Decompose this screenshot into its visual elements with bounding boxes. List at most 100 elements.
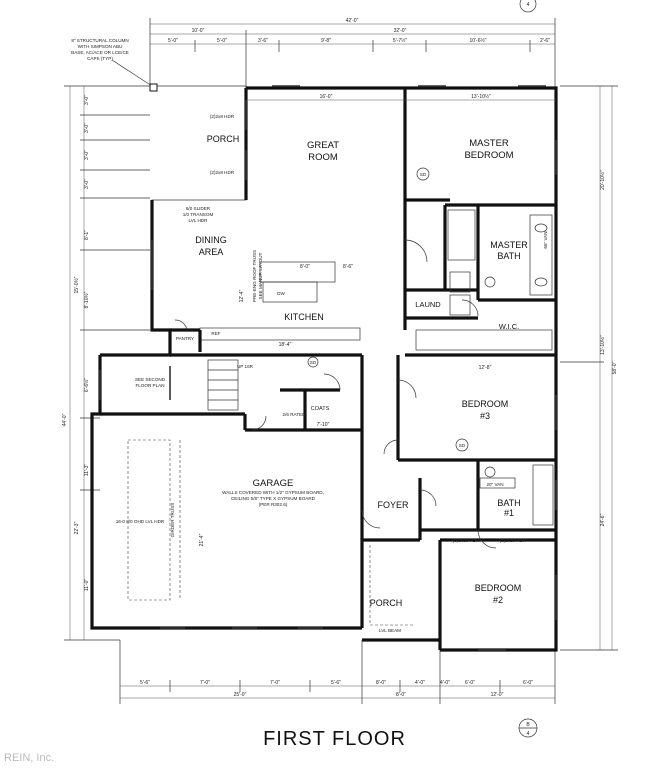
section-marker-bottom: B 4 (518, 718, 538, 738)
dim-left-seg: 6'-6½" (83, 378, 90, 392)
dim-bottom-seg: 8'-0" (376, 680, 386, 686)
smoke-detector: SD (310, 360, 317, 365)
vanity-note: 20" VAN (486, 482, 503, 487)
column-note: 8" STRUCTURAL COLUMN WITH SIMPSON ABU BA… (71, 38, 153, 87)
room-wic: W.I.C. (499, 322, 519, 331)
dim-top-seg: 9'-8" (321, 38, 331, 44)
garage-note-line: (PER R302.6) (259, 502, 288, 507)
dim-left-seg: 15'-0½" (73, 276, 80, 293)
interior-walls (100, 88, 556, 626)
room-coats: COATS (311, 406, 330, 412)
slider-note: 6/0 SLIDER (186, 206, 211, 211)
dim-left-seg: 11'-0" (84, 579, 90, 592)
room-master-bedroom-line2: BEDROOM (464, 150, 513, 161)
top-dimensions: 42'-0" 10'-0" 32'-0" 5'-0" 5'-0" 3'-6" 9… (149, 18, 556, 90)
bottom-dimensions: 5'-6" 7'-0" 7'-0" 5'-6" 8'-0" 4'-0" 4'-0… (119, 640, 556, 704)
dim-left-seg: 3'-0" (84, 123, 90, 133)
appliance-dw: DW (277, 291, 285, 296)
room-laundry: LAUND (415, 300, 441, 309)
dim-bottom-seg: 5'-6" (140, 680, 150, 686)
dim-bottom-seg: 6'-0" (465, 680, 475, 686)
section-marker-top: 4 (519, 0, 537, 13)
vanity-note: 66" VAN (543, 231, 548, 248)
garage-note-line: WALLS COVERED WITH 1/2" GYPSUM BOARD, (222, 490, 324, 495)
dim-top-overall: 42'-0" (346, 18, 359, 24)
note-line: CAPS (TYP) (87, 56, 113, 61)
room-great-room-line1: GREAT (307, 140, 339, 151)
dim-bottom-seg: 4'-0" (440, 680, 450, 686)
appliance-ref: REF (211, 331, 220, 336)
rated-door-note: 2/6 RATED (283, 412, 307, 417)
dim-kitchen: 8'-6" (343, 264, 353, 270)
room-kitchen: KITCHEN (284, 312, 324, 322)
garage-door-header-note: 16-0 8/0 OHD LVL HDR (116, 519, 165, 524)
dim-top-seg: 5'-7½" (393, 37, 407, 44)
dim-left-seg: 3'-0" (84, 150, 90, 160)
dim-master: 13'-10½" (471, 93, 491, 100)
dim-right-overall: 58'-0" (612, 361, 618, 374)
room-porch-back: PORCH (207, 134, 240, 144)
dim-top-left: 10'-0" (192, 28, 205, 34)
room-bedroom2-line1: BEDROOM (475, 583, 522, 593)
dim-bottom-seg: 7'-0" (200, 680, 210, 686)
stair-note-line: FLOOR PLAN (135, 383, 164, 388)
dim-left-seg: 3'-0" (84, 95, 90, 105)
dim-left-seg: 3'-0" (84, 179, 90, 189)
dim-bottom-total: 12'-0" (491, 692, 504, 698)
dim-coats: 7'-10" (317, 422, 330, 428)
lvl-hdr-note: LVL HDR (189, 218, 209, 223)
dim-left-seg: 22'-3" (74, 521, 80, 534)
dim-top-seg: 5'-0" (217, 38, 227, 44)
dim-left-seg: 11'-3" (84, 464, 90, 477)
room-labels: PORCH GREAT ROOM MASTER BEDROOM DINING A… (176, 134, 528, 608)
dim-dining: 12'-4" (239, 289, 245, 302)
girder-note: GIRDER TRUSS (170, 503, 175, 538)
header-note: (2)2x8 HDR (210, 170, 235, 175)
dim-bottom-seg: 6'-0" (523, 680, 533, 686)
room-bath1-line1: BATH (497, 498, 520, 508)
dim-left-seg: 8'-1" (84, 230, 90, 240)
room-master-bedroom-line1: MASTER (469, 138, 509, 149)
dim-kitchen: 8'-0" (300, 264, 310, 270)
header-note: (2)2x8 HDR (210, 114, 235, 119)
plan-notes: WALLS COVERED WITH 1/2" GYPSUM BOARD, CE… (116, 114, 548, 633)
dim-left-overall: 44'-0" (62, 413, 68, 426)
truss-note: SEE MANUF. LAYOUT (258, 252, 263, 299)
lvl-beam-note: LVL BEAM (379, 628, 401, 633)
section-marker-letter: B (526, 722, 530, 728)
dim-bottom-seg: 4'-0" (415, 680, 425, 686)
dim-kitchen-lower: 18'-4" (279, 342, 292, 348)
smoke-detector: SD (459, 443, 466, 448)
garage-note-line: CEILING 5/8" TYPE X GYPSUM BOARD (231, 496, 316, 501)
dim-top-seg: 5'-0" (168, 38, 178, 44)
note-line: BASE, AC/ACE OR LCE/CE (71, 50, 129, 55)
dim-top-right: 32'-0" (394, 28, 407, 34)
dim-top-seg: 3'-6" (258, 38, 268, 44)
header-note: (2)2x10 HDR (453, 538, 480, 543)
note-line: WITH SIMPSON ABU (78, 44, 123, 49)
interior-dimensions: 16'-0" 13'-10½" 8'-0" 8'-6" 12'-4" 18'-4… (199, 93, 556, 546)
dim-bottom-total: 8'-0" (396, 692, 406, 698)
header-note: (2)2x10 HDR (500, 538, 527, 543)
room-dining-line1: DINING (195, 235, 227, 245)
dim-left-seg: 8'-10½" (83, 291, 90, 308)
left-dimensions: 3'-0" 3'-0" 3'-0" 3'-0" 8'-1" 15'-0½" 8'… (62, 85, 150, 641)
windows (99, 85, 557, 651)
doors (174, 239, 497, 549)
dim-top-seg: 2'-6" (540, 38, 550, 44)
dim-bed3: 12'-8" (479, 365, 492, 371)
room-dining-line2: AREA (199, 247, 224, 257)
smoke-detector: SD (420, 172, 427, 177)
dim-top-seg: 10'-6½" (470, 37, 487, 44)
room-pantry: PANTRY (176, 336, 194, 341)
transom-note: 1/0 TRANSOM (183, 212, 214, 217)
dim-great-room: 16'-0" (320, 94, 333, 100)
room-bedroom3-line1: BEDROOM (462, 399, 509, 409)
room-bedroom2-line2: #2 (493, 595, 503, 605)
stair-note-line: SEE SECOND (135, 377, 166, 382)
section-marker-num: 4 (527, 2, 530, 8)
dim-right-seg: 24'-6" (600, 513, 606, 526)
room-master-bath-line1: MASTER (490, 240, 528, 250)
room-great-room-line2: ROOM (308, 152, 338, 163)
